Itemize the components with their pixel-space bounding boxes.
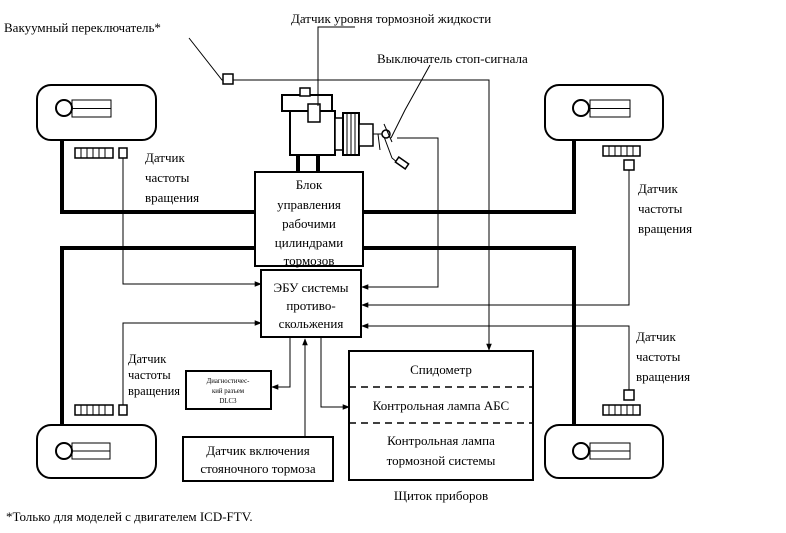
svg-text:управления: управления [277, 197, 341, 212]
svg-text:скольжения: скольжения [279, 316, 344, 331]
instrument-panel-label: Щиток приборов [394, 488, 488, 503]
svg-text:DLC3: DLC3 [220, 398, 238, 405]
ecu-box [260, 269, 362, 338]
speed-sensor-label-front-left: Датчик частоты вращения [145, 150, 199, 205]
speed-sensor-label-rear-right: Датчик частоты вращения [636, 329, 690, 384]
svg-text:Блок: Блок [296, 177, 323, 192]
brake-lines [60, 128, 576, 433]
signal-wires [122, 26, 630, 437]
svg-text:цилиндрами: цилиндрами [275, 235, 343, 250]
svg-text:кий разъем: кий разъем [212, 388, 245, 395]
svg-text:стояночного тормоза: стояночного тормоза [200, 461, 316, 476]
svg-text:вращения: вращения [638, 221, 692, 236]
svg-text:частоты: частоты [145, 170, 190, 185]
diag-connector-box [185, 370, 272, 410]
svg-text:Датчик включения: Датчик включения [206, 443, 309, 458]
svg-text:Датчик: Датчик [636, 329, 676, 344]
svg-text:частоты: частоты [128, 368, 171, 382]
svg-text:тормозной системы: тормозной системы [387, 453, 496, 468]
master-cylinder-icon [281, 87, 410, 170]
speed-sensor-label-rear-left: Датчик частоты вращения [128, 352, 180, 398]
svg-text:частоты: частоты [636, 349, 681, 364]
svg-text:вращения: вращения [145, 190, 199, 205]
sensor-ring-front-right [602, 145, 641, 171]
svg-text:Датчик: Датчик [145, 150, 185, 165]
sensor-ring-front-left [74, 147, 128, 159]
svg-text:вращения: вращения [128, 384, 180, 398]
svg-text:Контрольная лампа: Контрольная лампа [387, 433, 495, 448]
svg-text:частоты: частоты [638, 201, 683, 216]
parking-brake-switch-box [182, 436, 334, 482]
ecu-label: ЭБУ системы противо- скольжения [274, 280, 349, 331]
parking-brake-switch-label: Датчик включения стояночного тормоза [200, 443, 316, 476]
wheel-front-left [36, 84, 157, 141]
svg-text:тормозов: тормозов [284, 253, 335, 268]
svg-text:вращения: вращения [636, 369, 690, 384]
svg-text:Датчик: Датчик [638, 181, 678, 196]
sensor-ring-rear-left [74, 404, 128, 416]
actuator-label: Блок управления рабочими цилиндрами торм… [275, 177, 343, 268]
wheel-rear-right [544, 424, 664, 479]
instrument-panel-box [348, 350, 534, 481]
speed-sensor-label-front-right: Датчик частоты вращения [638, 181, 692, 236]
svg-text:рабочими: рабочими [282, 216, 336, 231]
svg-text:противо-: противо- [286, 298, 335, 313]
abs-lamp-label: Контрольная лампа АБС [373, 398, 509, 413]
actuator-box [254, 171, 364, 267]
brake-lamp-label: Контрольная лампа тормозной системы [387, 433, 496, 468]
brake-fluid-sensor-label: Датчик уровня тормозной жидкости [291, 11, 491, 26]
svg-text:ЭБУ системы: ЭБУ системы [274, 280, 349, 295]
sensor-ring-rear-right [602, 389, 641, 416]
svg-text:Диагностичес-: Диагностичес- [207, 378, 251, 385]
diag-connector-label: Диагностичес- кий разъем DLC3 [207, 378, 251, 405]
svg-text:Датчик: Датчик [128, 352, 167, 366]
vacuum-switch-label: Вакуумный переключатель* [4, 20, 161, 35]
vacuum-switch-icon [222, 73, 234, 85]
stop-light-switch-label: Выключатель стоп-сигнала [377, 51, 528, 66]
speedometer-label: Спидометр [410, 362, 472, 377]
wheel-front-right [544, 84, 664, 141]
footnote: *Только для моделей с двигателем ICD-FTV… [6, 509, 253, 524]
wheel-rear-left [36, 424, 157, 479]
